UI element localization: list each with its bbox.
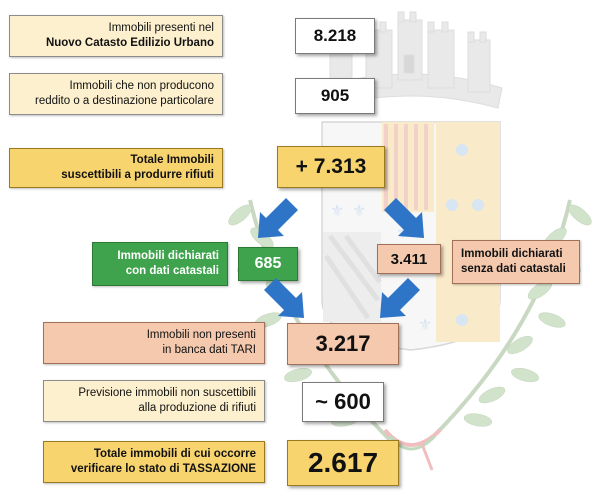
totale-tassazione-value: 2.617 bbox=[287, 440, 399, 486]
totale-tassazione-label-line2: verificare lo stato di TASSAZIONE bbox=[70, 463, 256, 475]
senza-dati-label: Immobili dichiarati senza dati catastali bbox=[452, 240, 580, 284]
non-tari-value: 3.217 bbox=[287, 323, 399, 365]
totale-suscettibili-value: + 7.313 bbox=[277, 146, 385, 188]
svg-text:⚜: ⚜ bbox=[330, 201, 344, 220]
arrow-down-left-icon bbox=[258, 198, 298, 238]
svg-text:⚜: ⚜ bbox=[352, 201, 366, 220]
nceu-label-line1: Immobili presenti nel bbox=[108, 22, 214, 34]
arrow-down-left-icon-2 bbox=[380, 278, 420, 318]
senza-dati-value: 3.411 bbox=[377, 244, 441, 274]
previsione-label-line1: Previsione immobili non suscettibili bbox=[78, 387, 256, 399]
non-producono-value: 905 bbox=[295, 78, 375, 114]
totale-tassazione-label: Totale immobili di cui occorre verificar… bbox=[43, 441, 265, 483]
con-dati-value: 685 bbox=[238, 247, 298, 281]
arrow-down-right-icon bbox=[384, 198, 424, 238]
con-dati-label: Immobili dichiarati con dati catastali bbox=[92, 242, 228, 286]
totale-suscettibili-label-line1: Totale Immobili bbox=[130, 154, 215, 166]
nceu-label: Immobili presenti nel Nuovo Catasto Edil… bbox=[9, 15, 223, 57]
con-dati-label-line2: con dati catastali bbox=[125, 265, 219, 277]
previsione-label: Previsione immobili non suscettibili all… bbox=[43, 380, 265, 422]
non-tari-label-line1: Immobili non presenti bbox=[146, 329, 256, 341]
totale-suscettibili-label-line2: suscettibili a produrre rifiuti bbox=[61, 169, 214, 181]
non-producono-label-line2: reddito o a destinazione particolare bbox=[34, 95, 214, 107]
non-tari-label-line2: in banca dati TARI bbox=[162, 344, 256, 356]
previsione-label-line2: alla produzione di rifiuti bbox=[138, 402, 256, 414]
nceu-value: 8.218 bbox=[295, 18, 375, 54]
previsione-value: ~ 600 bbox=[302, 382, 384, 422]
non-producono-label-line1: Immobili che non producono bbox=[69, 80, 214, 92]
totale-tassazione-label-line1: Totale immobili di cui occorre bbox=[93, 448, 256, 460]
senza-dati-label-line2: senza dati catastali bbox=[461, 263, 566, 275]
non-tari-label: Immobili non presenti in banca dati TARI bbox=[43, 322, 265, 364]
arrow-down-right-icon-2 bbox=[264, 278, 304, 318]
senza-dati-label-line1: Immobili dichiarati bbox=[461, 248, 563, 260]
con-dati-label-line1: Immobili dichiarati bbox=[117, 250, 219, 262]
nceu-label-line2: Nuovo Catasto Edilizio Urbano bbox=[45, 37, 214, 49]
totale-suscettibili-label: Totale Immobili suscettibili a produrre … bbox=[9, 148, 223, 188]
non-producono-label: Immobili che non producono reddito o a d… bbox=[9, 73, 223, 115]
svg-text:⚜: ⚜ bbox=[418, 315, 432, 334]
